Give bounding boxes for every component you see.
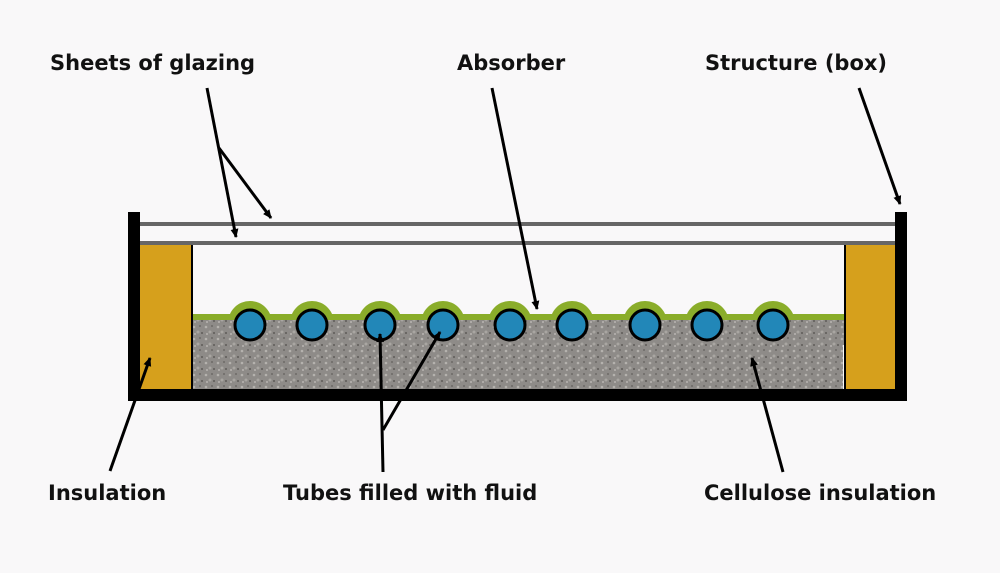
tube-1 — [233, 308, 267, 342]
label-insulation: Insulation — [48, 481, 166, 505]
structure-leader — [857, 87, 902, 205]
tube-6 — [555, 308, 589, 342]
tubes-leader-1 — [376, 333, 385, 473]
tube-9 — [756, 308, 790, 342]
glazing-sheet-top — [140, 222, 896, 226]
tube-2 — [295, 308, 329, 342]
label-cellulose: Cellulose insulation — [704, 481, 936, 505]
insulation-right — [845, 245, 895, 391]
tubes-group — [233, 308, 790, 342]
tube-4 — [426, 308, 460, 342]
glazing-leader-2 — [217, 147, 273, 219]
tube-8 — [690, 308, 724, 342]
absorber-leader — [490, 87, 540, 310]
cellulose-leader — [750, 357, 785, 473]
label-structure: Structure (box) — [705, 51, 887, 75]
tubes-leader-2 — [381, 331, 442, 431]
glazing-leader-1 — [205, 87, 239, 238]
label-glazing: Sheets of glazing — [50, 51, 255, 75]
insulation-left — [140, 245, 192, 391]
label-tubes: Tubes filled with fluid — [283, 481, 537, 505]
insulation-leader — [108, 357, 152, 472]
label-absorber: Absorber — [457, 51, 566, 75]
tube-5 — [493, 308, 527, 342]
glazing-sheet-bottom — [140, 241, 896, 245]
tube-7 — [628, 308, 662, 342]
